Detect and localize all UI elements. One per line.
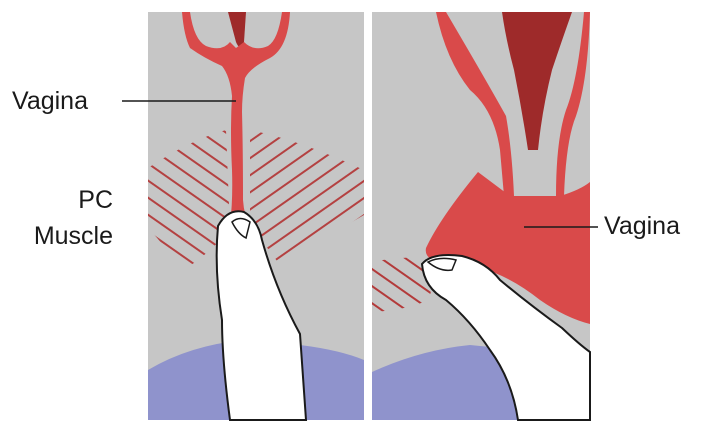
left-panel <box>148 12 364 420</box>
pc-muscle-label-line2: Muscle <box>34 222 113 250</box>
left-vagina-label: Vagina <box>12 87 88 115</box>
pc-muscle-label-line1: PC <box>78 186 113 214</box>
right-panel <box>372 12 590 420</box>
panel-divider <box>364 12 372 420</box>
right-vagina-label: Vagina <box>604 212 680 240</box>
